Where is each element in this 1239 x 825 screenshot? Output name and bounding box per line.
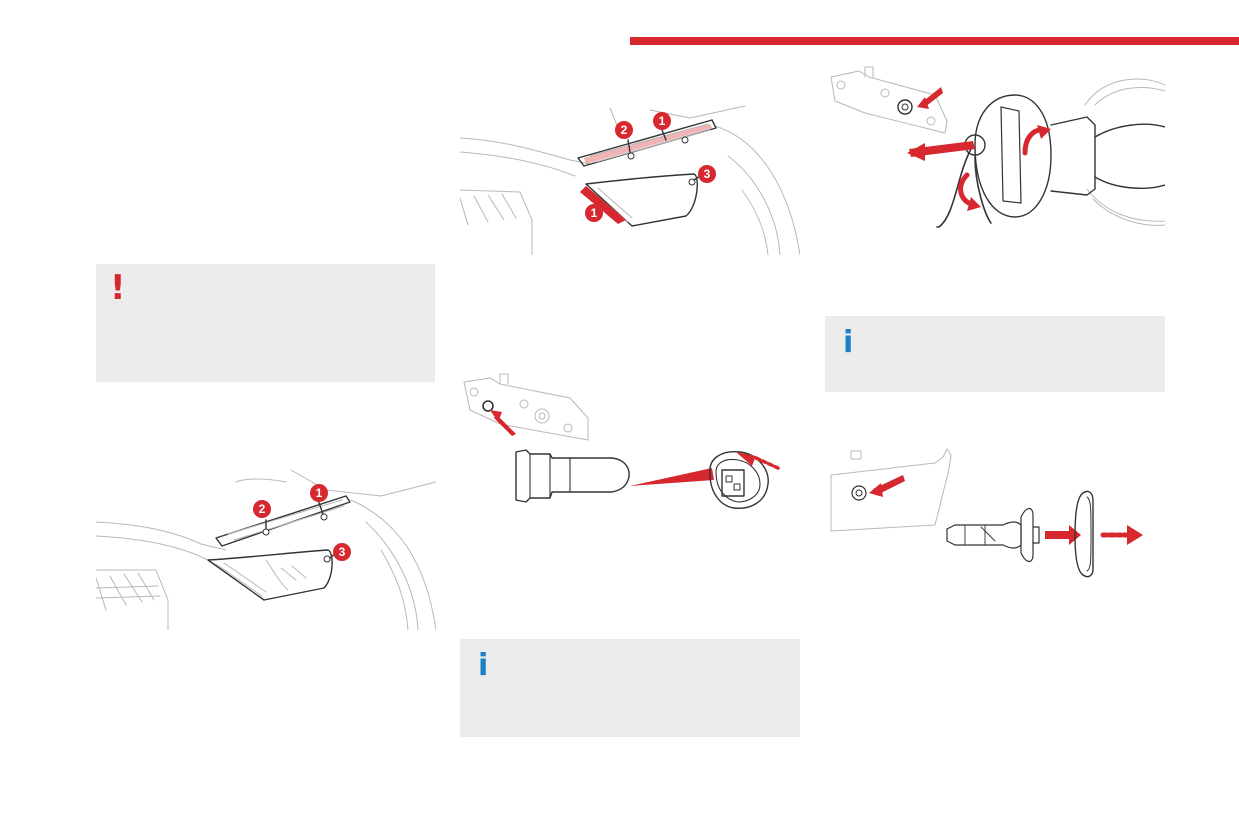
info-notice-2: i bbox=[825, 316, 1165, 392]
callout-3-label: 3 bbox=[339, 545, 346, 559]
info-notice-1: i bbox=[460, 639, 800, 737]
callout-2-label: 2 bbox=[621, 123, 628, 137]
callout-1b-label: 1 bbox=[591, 206, 598, 220]
info-icon: i bbox=[478, 648, 489, 683]
callout-markers: 2 1 3 bbox=[253, 484, 351, 561]
callout-2-label: 2 bbox=[259, 502, 266, 516]
headlamp-cover-illustration-detail: 2 1 3 1 bbox=[460, 105, 800, 255]
callout-1-label: 1 bbox=[659, 114, 666, 128]
callout-1-label: 1 bbox=[316, 486, 323, 500]
headlamp-cover-illustration: 2 1 3 bbox=[96, 469, 436, 630]
callout-3-label: 3 bbox=[704, 167, 711, 181]
info-icon: i bbox=[843, 325, 854, 360]
halogen-bulb-removal-illustration bbox=[830, 448, 1143, 578]
exclamation-icon: ! bbox=[110, 268, 126, 308]
callout-markers: 2 1 3 1 bbox=[585, 112, 716, 222]
bulb-holder-rotation-illustration bbox=[830, 66, 1165, 228]
header-color-bar bbox=[630, 37, 1239, 45]
warning-notice: ! bbox=[96, 264, 435, 382]
side-bulb-removal-illustration bbox=[463, 373, 780, 509]
